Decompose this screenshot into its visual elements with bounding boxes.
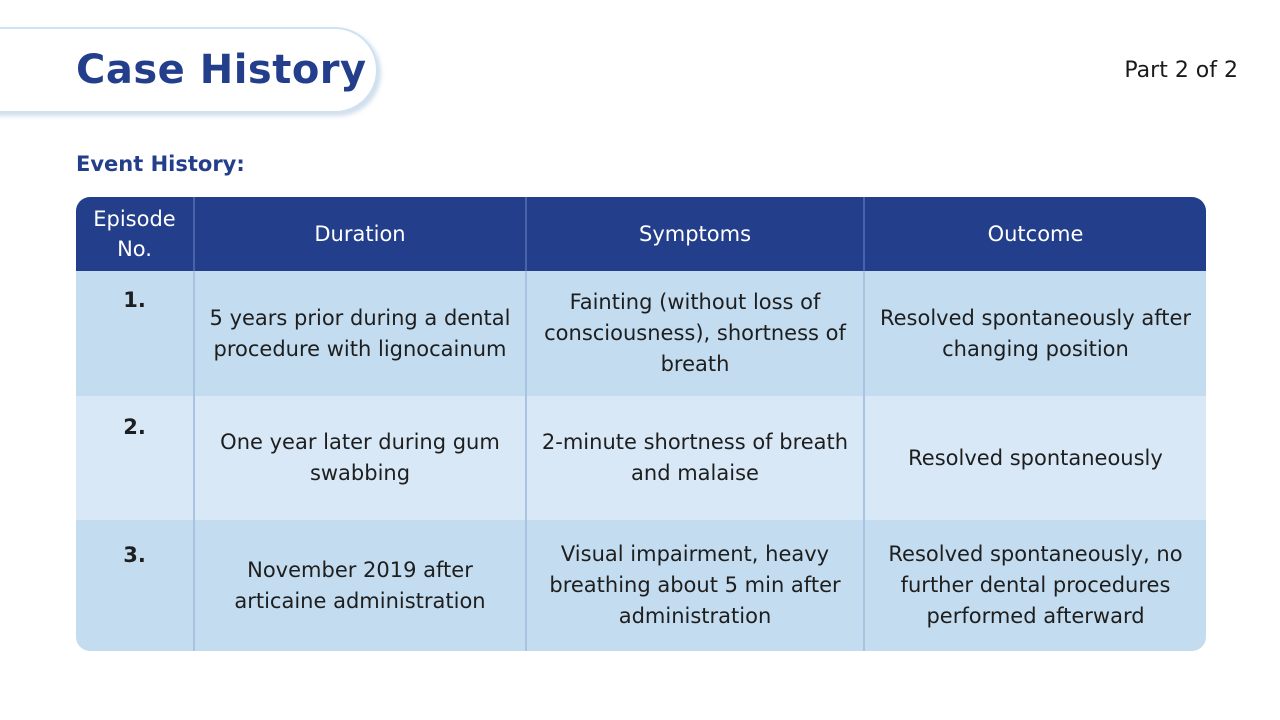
section-heading: Event History:	[76, 152, 245, 176]
duration-cell: 5 years prior during a dental procedure …	[194, 271, 527, 396]
page-title: Case History	[76, 47, 367, 93]
title-pill	[0, 27, 378, 113]
duration-cell: One year later during gum swabbing	[194, 396, 527, 520]
column-header-episode: Episode No.	[76, 197, 195, 271]
symptoms-cell: Fainting (without loss of consciousness)…	[526, 271, 865, 396]
episode-number: 1.	[76, 271, 195, 396]
outcome-cell: Resolved spontaneously	[864, 396, 1206, 520]
table-row: 2. One year later during gum swabbing 2-…	[76, 396, 1206, 520]
episode-number: 3.	[76, 520, 195, 651]
column-header-outcome: Outcome	[864, 197, 1206, 271]
table-row: 3. November 2019 after articaine adminis…	[76, 520, 1206, 651]
table-header-row: Episode No. Duration Symptoms Outcome	[76, 197, 1206, 271]
outcome-cell: Resolved spontaneously after changing po…	[864, 271, 1206, 396]
part-indicator: Part 2 of 2	[1124, 58, 1238, 83]
episode-number: 2.	[76, 396, 195, 520]
table-row: 1. 5 years prior during a dental procedu…	[76, 271, 1206, 396]
column-header-symptoms: Symptoms	[526, 197, 865, 271]
symptoms-cell: Visual impairment, heavy breathing about…	[526, 520, 865, 651]
column-header-duration: Duration	[194, 197, 527, 271]
outcome-cell: Resolved spontaneously, no further denta…	[864, 520, 1206, 651]
symptoms-cell: 2-minute shortness of breath and malaise	[526, 396, 865, 520]
event-history-table: Episode No. Duration Symptoms Outcome 1.…	[76, 197, 1206, 651]
duration-cell: November 2019 after articaine administra…	[194, 520, 527, 651]
